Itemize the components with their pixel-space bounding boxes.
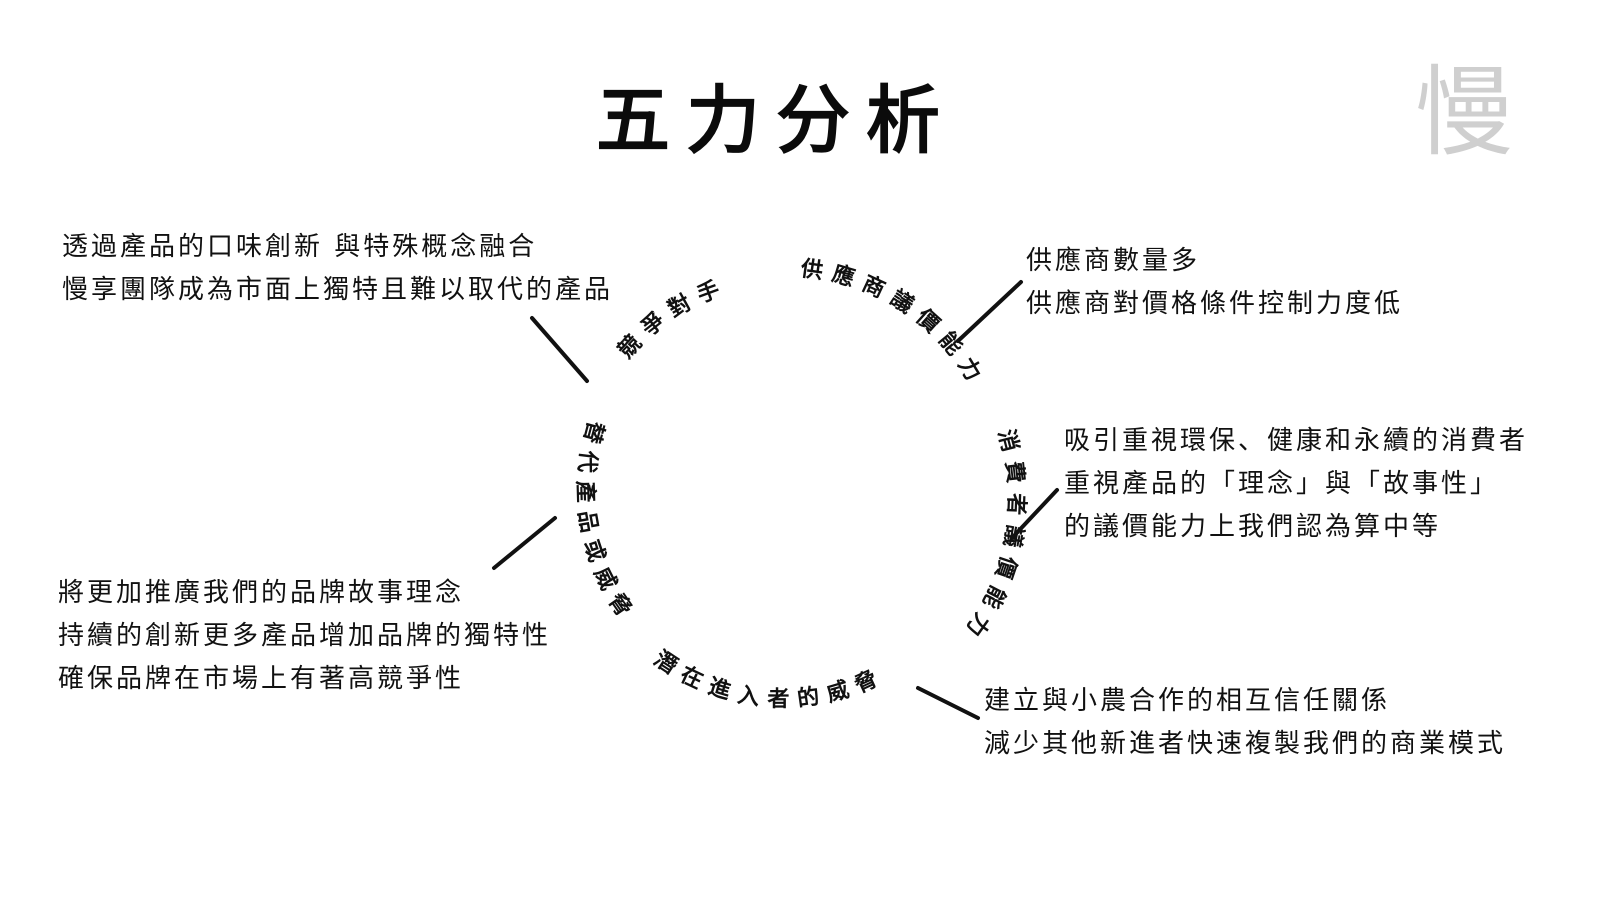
note-new-entrants: 建立與小農合作的相互信任關係 減少其他新進者快速複製我們的商業模式 xyxy=(984,680,1506,766)
force-label-buyers: 消費者議價能力 xyxy=(956,427,1030,649)
note-rivals: 透過產品的口味創新 與特殊概念融合 慢享團隊成為市面上獨特且難以取代的產品 xyxy=(62,226,613,312)
note-buyers: 吸引重視環保、健康和永續的消費者 重視產品的「理念」與「故事性」 的議價能力上我… xyxy=(1064,420,1528,549)
force-label-suppliers: 供應商議價能力 xyxy=(798,255,991,393)
note-line: 確保品牌在市場上有著高競爭性 xyxy=(58,664,465,694)
note-substitutes: 將更加推廣我們的品牌故事理念 持續的創新更多產品增加品牌的獨特性 確保品牌在市場… xyxy=(58,572,551,701)
connector-rivals xyxy=(530,316,589,383)
note-line: 持續的創新更多產品增加品牌的獨特性 xyxy=(58,621,552,651)
page-title: 五力分析 xyxy=(596,78,956,164)
note-line: 吸引重視環保、健康和永續的消費者 xyxy=(1064,426,1529,456)
force-label-new-entrants: 潛在進入者的威脅 xyxy=(649,646,889,713)
connector-substitutes xyxy=(492,516,557,570)
connector-suppliers xyxy=(956,280,1023,343)
note-line: 慢享團隊成為市面上獨特且難以取代的產品 xyxy=(62,275,614,305)
note-line: 建立與小農合作的相互信任關係 xyxy=(984,686,1391,716)
note-line: 重視產品的「理念」與「故事性」 xyxy=(1064,469,1500,499)
note-line: 供應商數量多 xyxy=(1026,246,1201,276)
note-line: 減少其他新進者快速複製我們的商業模式 xyxy=(984,729,1507,759)
note-suppliers: 供應商數量多 供應商對價格條件控制力度低 xyxy=(1026,240,1403,326)
note-line: 供應商對價格條件控制力度低 xyxy=(1026,289,1404,319)
note-line: 透過產品的口味創新 與特殊概念融合 xyxy=(62,232,538,262)
connector-new-entrants xyxy=(916,686,980,720)
note-line: 將更加推廣我們的品牌故事理念 xyxy=(58,578,465,608)
brand-logo-glyph: 慢 xyxy=(1415,56,1514,170)
force-label-substitutes: 替代產品或威脅 xyxy=(572,418,642,629)
connector-buyers xyxy=(1010,488,1059,540)
note-line: 的議價能力上我們認為算中等 xyxy=(1064,512,1442,542)
force-label-rivals: 競爭對手 xyxy=(613,273,732,364)
